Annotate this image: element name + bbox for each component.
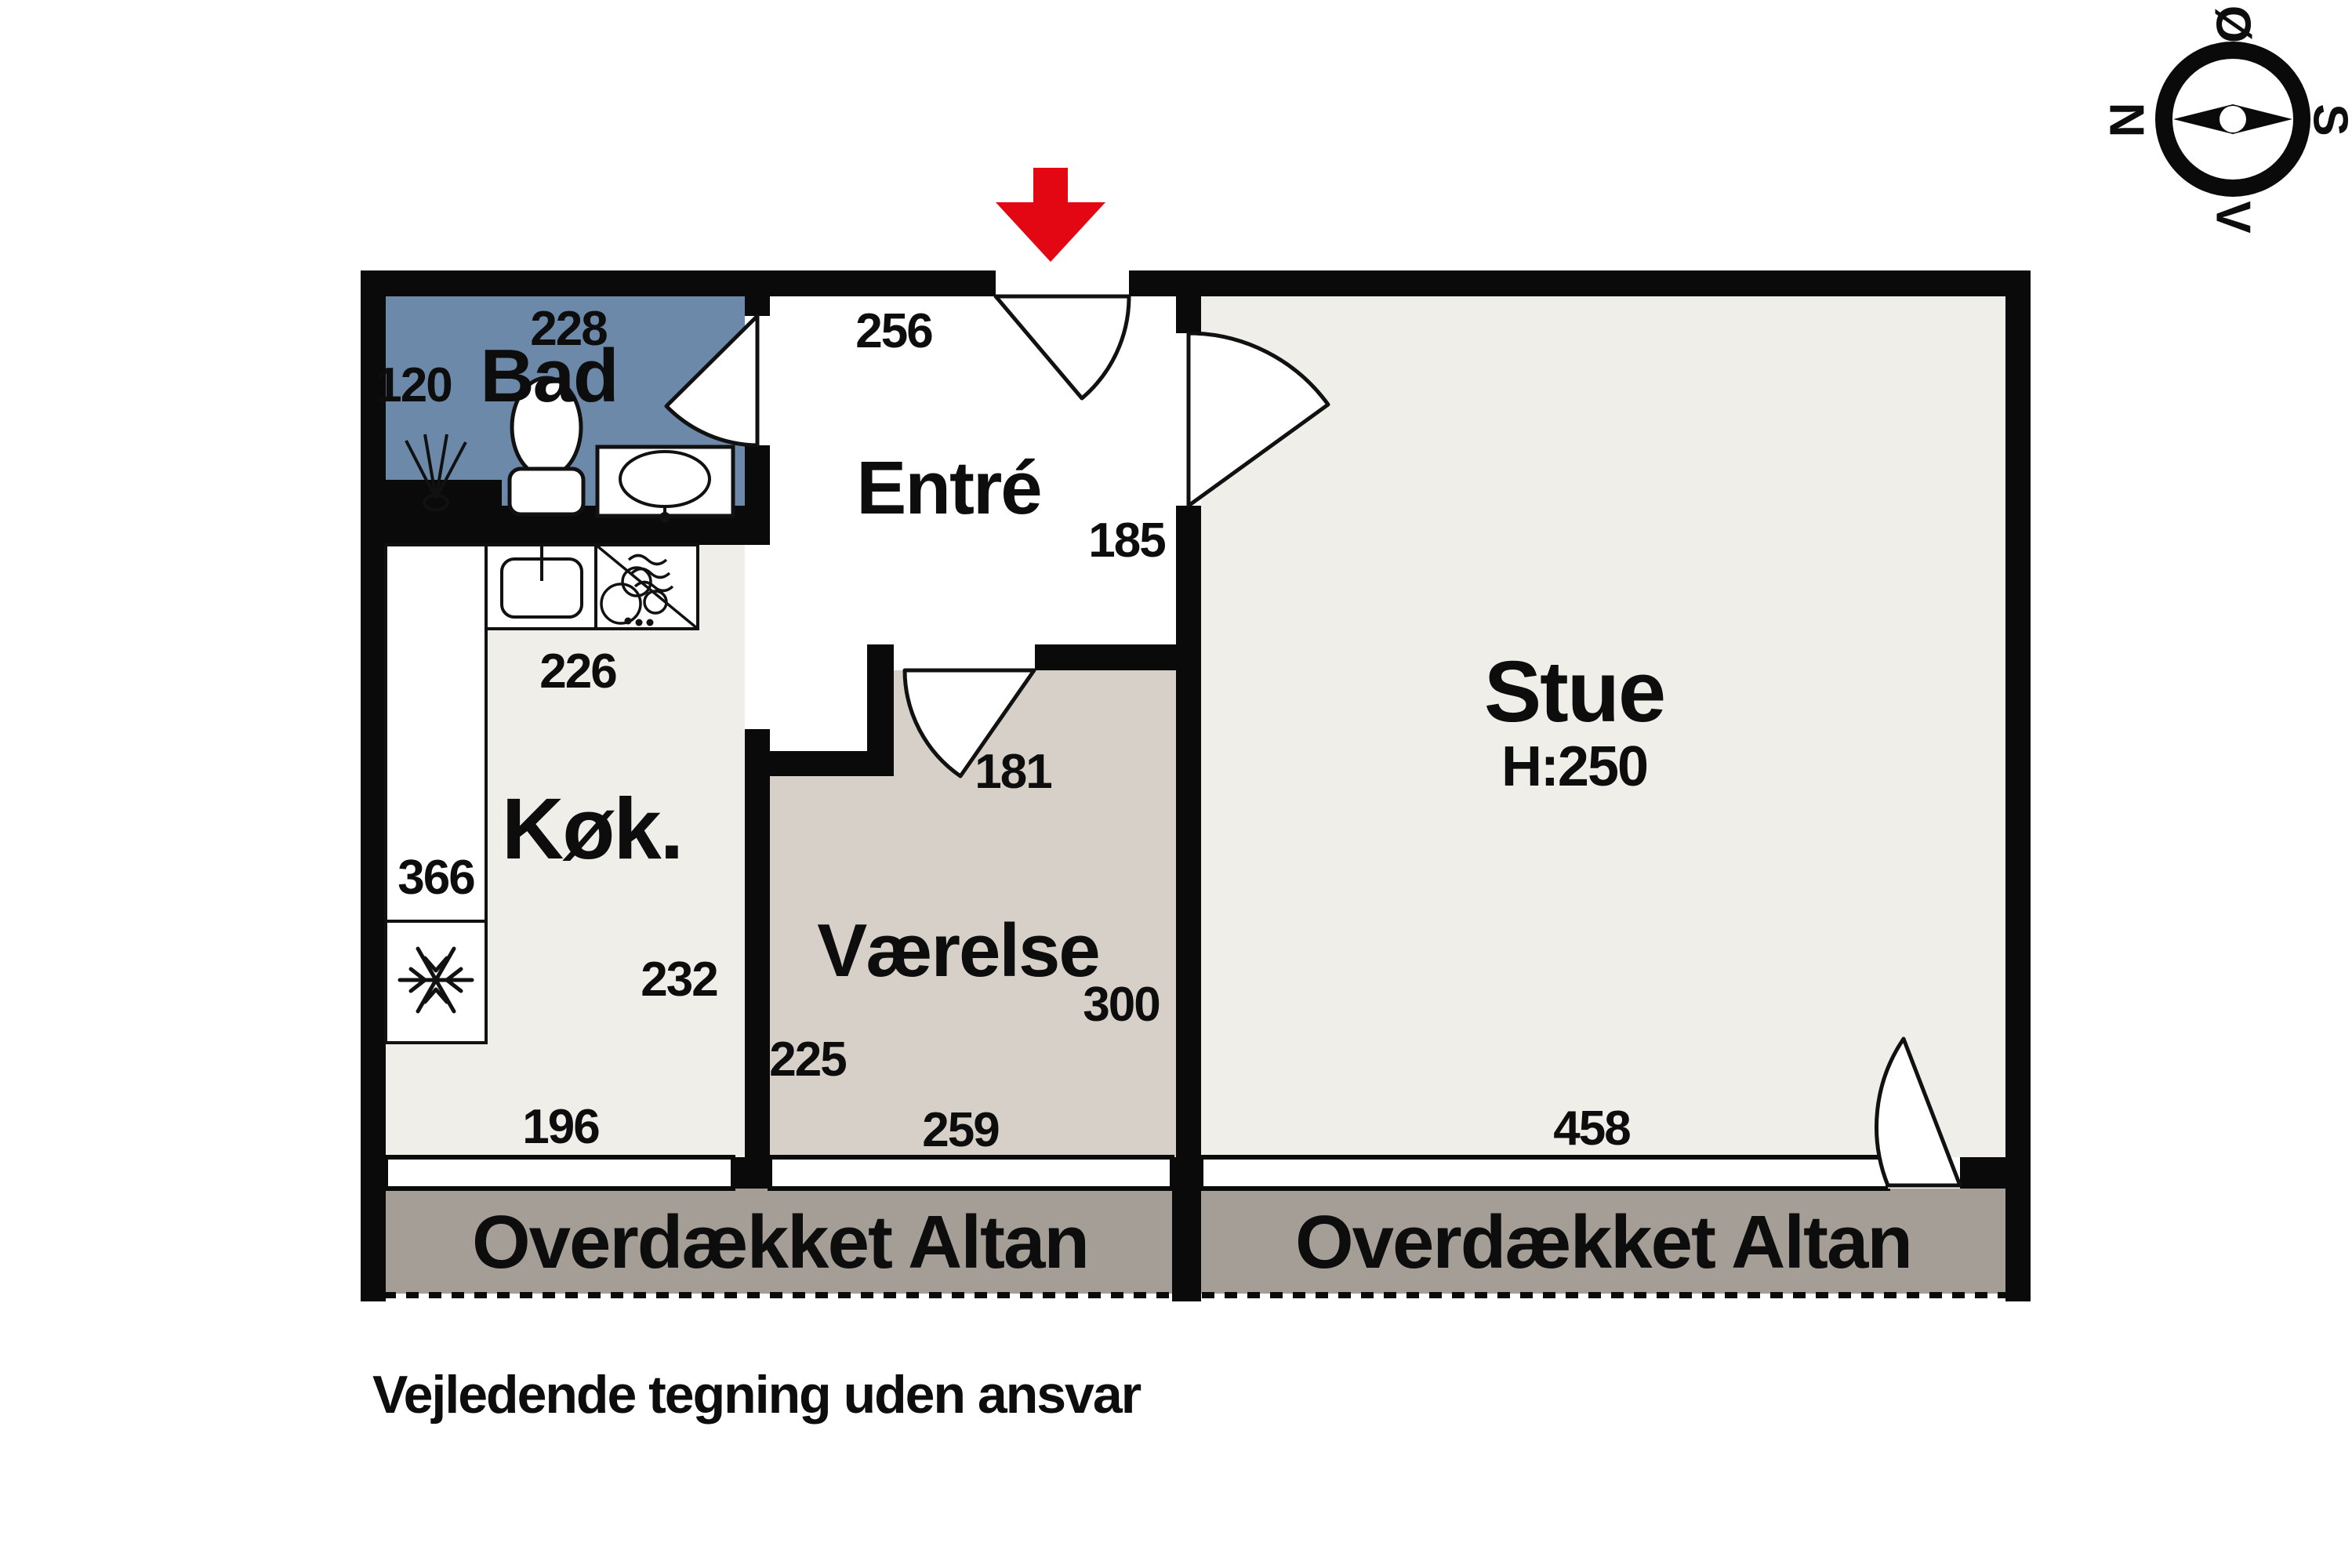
- window-stub-1: [733, 1157, 770, 1189]
- window-stub-2: [1960, 1157, 2005, 1189]
- vaerelse-door-swing: [902, 668, 1036, 779]
- balcony-right-label: Overdækket Altan: [1295, 1200, 1911, 1284]
- vaerelse-right-height-label: 300: [1083, 978, 1159, 1032]
- vaerelse-step-wall: [867, 644, 894, 776]
- right-wall: [2005, 270, 2031, 1301]
- fridge-snowflake-icon: [397, 946, 474, 1014]
- entrance-door-swing: [993, 294, 1131, 401]
- compass-rose-icon: N Ø S V: [2100, 5, 2352, 233]
- bad-room-label: Bad: [480, 334, 617, 418]
- shower-icon: [405, 434, 467, 511]
- vaerelse-top-wall: [1035, 644, 1201, 670]
- vaerelse-left-height-label: 225: [769, 1033, 846, 1087]
- doors: [664, 294, 1962, 1188]
- kok-left-height-label: 366: [397, 851, 474, 905]
- entre-height-label: 185: [1088, 514, 1165, 568]
- bathroom-sink-icon: [595, 445, 735, 523]
- compass-west-label: V: [2206, 201, 2260, 233]
- balcony-left-floor: [386, 1189, 1172, 1294]
- kok-top-width-label: 226: [539, 644, 616, 699]
- kok-bottom-width-label: 196: [522, 1100, 599, 1154]
- vaerelse-room-label: Værelse: [817, 909, 1099, 993]
- vaerelse-floor: [770, 670, 1176, 1157]
- stue-wall: [1176, 506, 1201, 1157]
- bad-width-label: 228: [530, 302, 607, 356]
- kok-right-height-label: 232: [641, 953, 717, 1007]
- kok-room-label: Køk.: [502, 781, 682, 877]
- entrance-arrow-icon: [996, 168, 1105, 262]
- stue-room-label: Stue: [1484, 644, 1664, 740]
- vaerelse-bottom-width-label: 259: [922, 1103, 999, 1157]
- compass-north-label: N: [2100, 103, 2154, 136]
- balcony-door-swing: [1875, 1036, 1962, 1188]
- bathroom-door-swing: [664, 314, 760, 448]
- stue-window: [1199, 1155, 1890, 1191]
- top-wall-right: [1129, 270, 2031, 296]
- entre-width-label: 256: [855, 304, 932, 358]
- compass-south-label: S: [2303, 103, 2352, 134]
- kitchen-vaerelse-wall: [745, 729, 770, 1157]
- entre-room-label: Entré: [856, 446, 1040, 530]
- stue-ceiling-height-label: H:250: [1501, 735, 1647, 798]
- labels: 228 Bad 120 256 Entré 185 Stue H:250 458…: [372, 302, 1913, 1425]
- vaerelse-top-width-label: 181: [975, 745, 1051, 799]
- vaerelse-window: [768, 1155, 1174, 1191]
- compass-east-label: Ø: [2206, 5, 2260, 42]
- kitchen-counter-column: [384, 543, 488, 1044]
- walls: [361, 270, 2031, 1301]
- balcony-right-floor: [1201, 1189, 2005, 1294]
- stue-wall-top-stub: [1176, 294, 1201, 333]
- bathroom-fixtures: [405, 376, 735, 523]
- stue-floor: [1201, 294, 2005, 1157]
- bathroom-right-wall-stub: [745, 294, 770, 316]
- kitchen-window: [383, 1155, 735, 1191]
- stue-door-swing: [1186, 331, 1330, 508]
- kitchen-sink-icon: [485, 543, 597, 630]
- balcony-divider-wall: [1172, 1157, 1201, 1301]
- disclaimer-text: Vejledende tegning uden ansvar: [372, 1365, 1142, 1425]
- balcony-left-label: Overdækket Altan: [472, 1200, 1088, 1284]
- left-wall: [361, 270, 386, 1301]
- stove-icon: [594, 543, 699, 630]
- bad-height-label: 120: [375, 358, 451, 412]
- toilet-icon: [507, 376, 586, 517]
- kitchen-fixtures: [384, 543, 699, 1044]
- stue-bottom-width-label: 458: [1553, 1102, 1630, 1156]
- top-wall-left: [361, 270, 996, 296]
